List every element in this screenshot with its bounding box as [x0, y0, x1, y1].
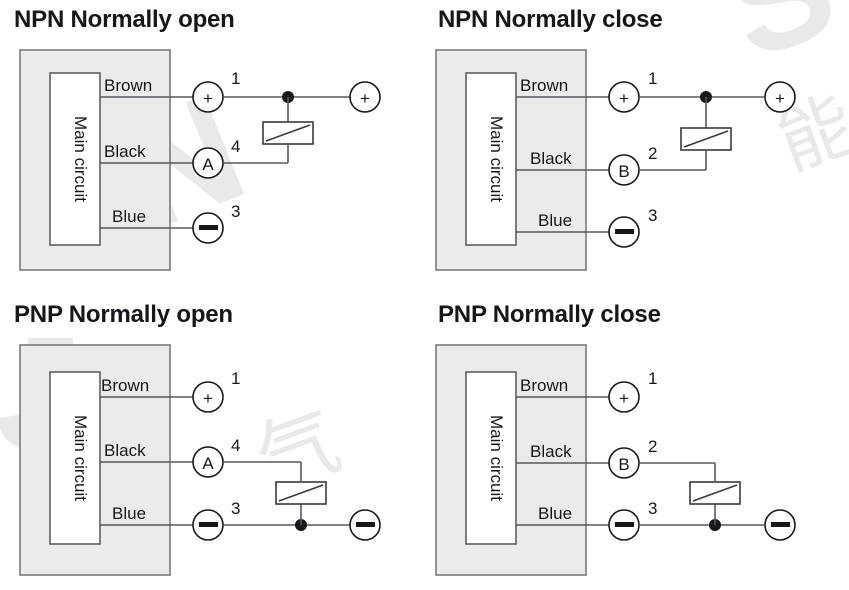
terminal-minus-glyph: [199, 225, 218, 230]
terminal-contact-a-glyph: A: [202, 155, 214, 174]
main-circuit-label: Main circuit: [487, 116, 506, 202]
main-circuit-block: [465, 371, 517, 545]
wire-label-black: Black: [530, 442, 572, 461]
panel-title: NPN Normally close: [438, 6, 663, 33]
terminal-plus-glyph: +: [203, 389, 213, 408]
terminal-minus-glyph: [615, 522, 634, 527]
panel-pnp-normally-open: PNP Normally open Main circuit Brown Bla…: [0, 295, 425, 590]
pin-number-3: 3: [648, 206, 657, 225]
wire-label-brown: Brown: [520, 76, 568, 95]
wire-label-brown: Brown: [520, 376, 568, 395]
diagram-npn-normally-open: Main circuit Brown Black Blue + 1 A 4 3: [19, 49, 381, 271]
wire-label-blue: Blue: [112, 207, 146, 226]
pin-number-2: 2: [648, 437, 657, 456]
main-circuit-label: Main circuit: [71, 415, 90, 501]
panel-title: PNP Normally open: [14, 301, 233, 328]
main-circuit-block: [49, 72, 101, 246]
wire-label-blue: Blue: [538, 504, 572, 523]
panel-title: NPN Normally open: [14, 6, 235, 33]
relay-diagonal: [265, 124, 311, 142]
diagram-pnp-normally-open: Main circuit Brown Black Blue + 1 A 4 3: [19, 344, 381, 576]
pin-number-3: 3: [231, 499, 240, 518]
main-circuit-block: [465, 72, 517, 246]
relay-diagonal: [278, 484, 324, 502]
main-circuit-label: Main circuit: [487, 415, 506, 501]
terminal-minus-glyph: [199, 522, 218, 527]
diagram-npn-normally-close: Main circuit Brown Black Blue + 1 B 2 3: [435, 49, 796, 271]
panel-title: PNP Normally close: [438, 301, 661, 328]
panel-npn-normally-close: NPN Normally close Main circuit Brown Bl…: [424, 0, 849, 295]
pin-number-1: 1: [648, 369, 657, 388]
terminal-minus-glyph: [615, 229, 634, 234]
main-circuit-label: Main circuit: [71, 116, 90, 202]
terminal-plus-circle: [192, 381, 224, 413]
wire-label-black: Black: [104, 142, 146, 161]
pin-number-1: 1: [648, 69, 657, 88]
terminal-contact-a-glyph: A: [202, 454, 214, 473]
pin-number-4: 4: [231, 436, 240, 455]
supply-terminal-glyph: [356, 522, 375, 527]
wire-label-blue: Blue: [538, 211, 572, 230]
wire-label-brown: Brown: [101, 376, 149, 395]
pin-number-1: 1: [231, 369, 240, 388]
supply-terminal-glyph: +: [360, 89, 370, 108]
supply-terminal-glyph: [771, 522, 790, 527]
main-circuit-block: [49, 371, 101, 545]
terminal-plus-glyph: +: [203, 89, 213, 108]
pin-number-3: 3: [231, 202, 240, 221]
wire-label-brown: Brown: [104, 76, 152, 95]
pin-number-2: 2: [648, 144, 657, 163]
terminal-plus-glyph: +: [619, 89, 629, 108]
terminal-contact-b-glyph: B: [618, 455, 629, 474]
wire-label-black: Black: [104, 441, 146, 460]
panel-pnp-normally-close: PNP Normally close Main circuit Brown Bl…: [424, 295, 849, 590]
pin-number-4: 4: [231, 137, 240, 156]
supply-terminal-glyph: +: [775, 89, 785, 108]
supply-terminal-circle: [764, 81, 796, 113]
pin-number-3: 3: [648, 499, 657, 518]
terminal-plus-circle: [608, 381, 640, 413]
supply-terminal-circle: [349, 81, 381, 113]
relay-diagonal: [692, 484, 738, 502]
panel-npn-normally-open: NPN Normally open Main circuit Brown Bla…: [0, 0, 425, 295]
relay-diagonal: [683, 130, 729, 148]
diagram-pnp-normally-close: Main circuit Brown Black Blue + 1 B 2 3: [435, 344, 796, 576]
wire-label-blue: Blue: [112, 504, 146, 523]
terminal-contact-b-glyph: B: [618, 162, 629, 181]
wire-label-black: Black: [530, 149, 572, 168]
terminal-plus-glyph: +: [619, 389, 629, 408]
pin-number-1: 1: [231, 69, 240, 88]
